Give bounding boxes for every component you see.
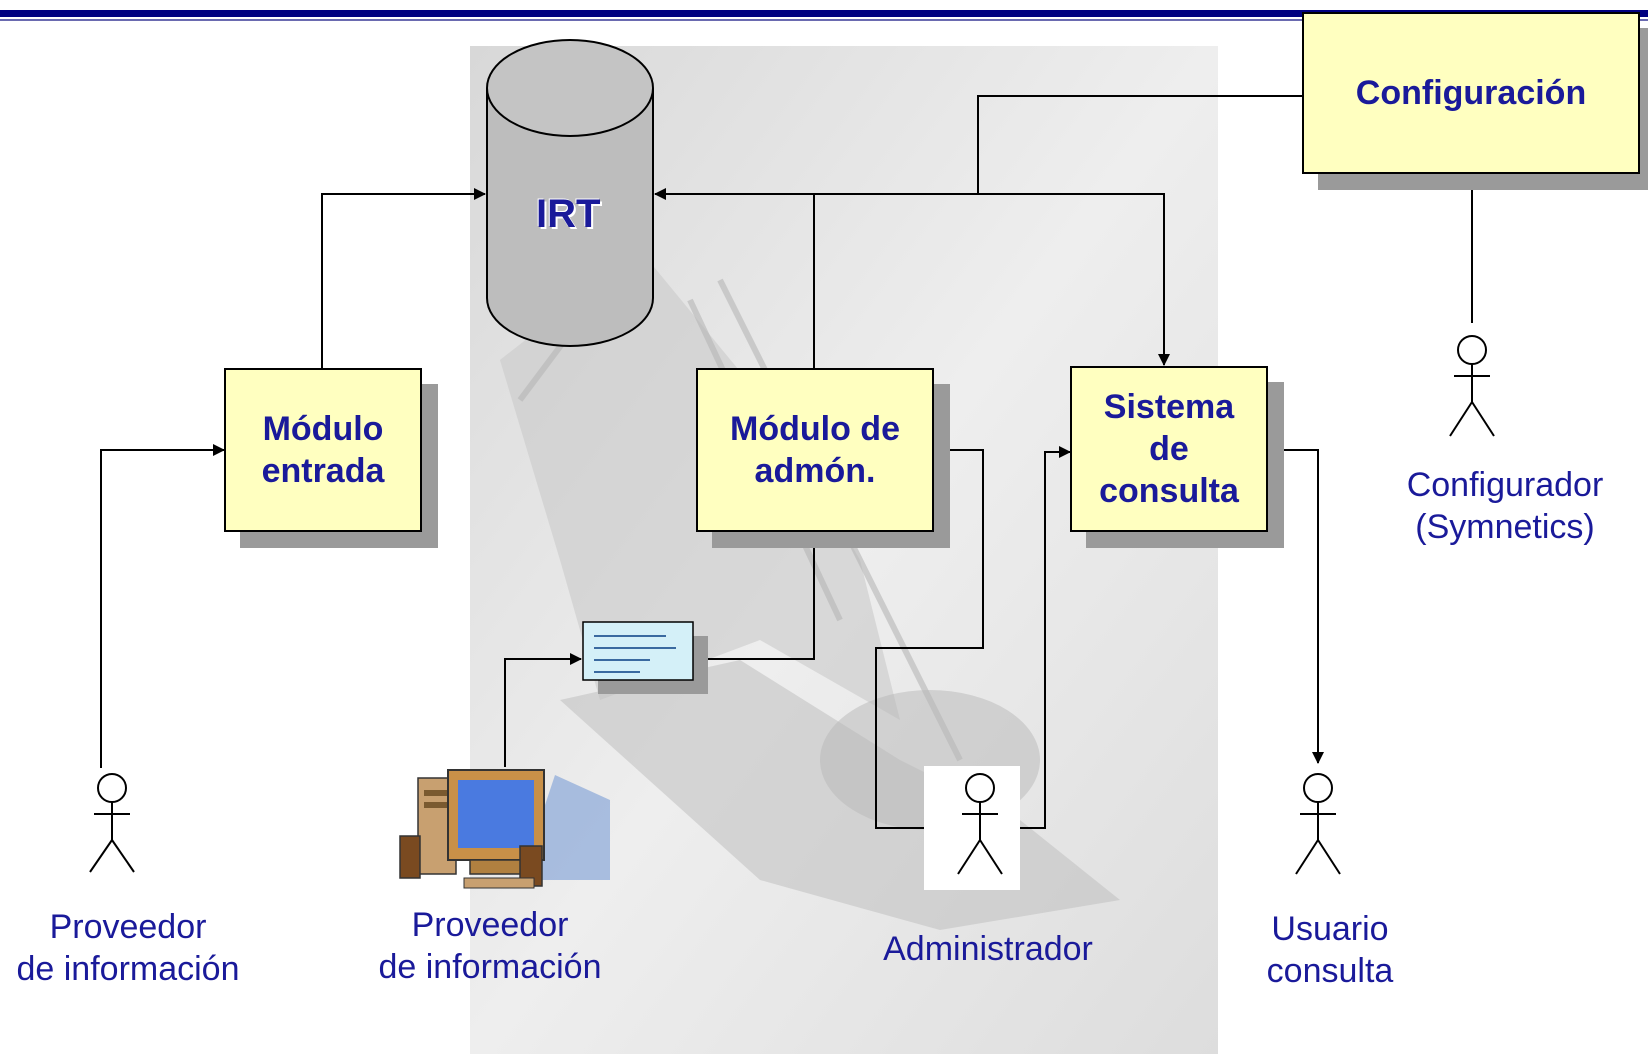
connector-config-to-irt xyxy=(977,95,1302,194)
sistema-consulta-line2: de xyxy=(1149,430,1189,468)
administrador-label: Administrador xyxy=(868,928,1108,970)
proveedor-1-line2: de información xyxy=(16,950,240,988)
actor-usuario-icon xyxy=(1268,766,1364,890)
configurador-label: Configurador (Symnetics) xyxy=(1400,464,1610,548)
actor-administrador-icon xyxy=(924,766,1020,890)
connectors xyxy=(100,95,1478,829)
sistema-consulta-line1: Sistema xyxy=(1103,388,1235,426)
sistema-consulta-line3: consulta xyxy=(1099,472,1239,510)
connector-proveedor2-to-document xyxy=(504,653,582,767)
modulo-entrada-line1: Módulo xyxy=(262,410,384,448)
proveedor-2-line2: de información xyxy=(378,948,602,986)
modulo-entrada-line2: entrada xyxy=(261,452,385,490)
header-rule xyxy=(0,10,1648,21)
modulo-admon-box: Módulo de admón. xyxy=(696,368,934,532)
sistema-consulta-box: Sistema de consulta xyxy=(1070,366,1268,532)
connector-consulta-to-usuario xyxy=(1268,449,1324,764)
modulo-admon-line1: Módulo de xyxy=(730,410,900,448)
modulo-admon-line2: admón. xyxy=(754,452,876,490)
configurador-line2: (Symnetics) xyxy=(1415,508,1595,546)
usuario-line1: Usuario xyxy=(1271,910,1389,948)
usuario-line2: consulta xyxy=(1266,952,1394,990)
actor-proveedor-1-icon xyxy=(56,768,148,878)
irt-database xyxy=(486,39,654,347)
connector-document-to-admon xyxy=(703,532,820,660)
irt-database-label: IRT xyxy=(536,192,601,236)
actor-configurador-icon xyxy=(1424,324,1520,448)
computer-icon xyxy=(399,769,610,889)
document-icon xyxy=(582,621,708,694)
usuario-label: Usuario consulta xyxy=(1230,908,1430,992)
proveedor-1-line1: Proveedor xyxy=(49,908,207,946)
connector-proveedor1-to-entrada xyxy=(100,444,225,768)
modulo-entrada-box: Módulo entrada xyxy=(224,368,422,532)
proveedor-2-line1: Proveedor xyxy=(411,906,569,944)
connector-admin-to-admon xyxy=(875,444,984,829)
connector-irt-to-consulta xyxy=(814,193,1170,366)
configuracion-title: Configuración xyxy=(1355,74,1587,112)
configuracion-box: Configuración xyxy=(1302,12,1640,174)
connector-admin-to-consulta xyxy=(1018,446,1071,829)
proveedor-2-label: Proveedor de información xyxy=(370,904,610,988)
proveedor-1-label: Proveedor de información xyxy=(8,906,248,990)
administrador-line1: Administrador xyxy=(883,930,1093,968)
configurador-line1: Configurador xyxy=(1406,466,1604,504)
connector-entrada-to-irt xyxy=(321,188,486,368)
